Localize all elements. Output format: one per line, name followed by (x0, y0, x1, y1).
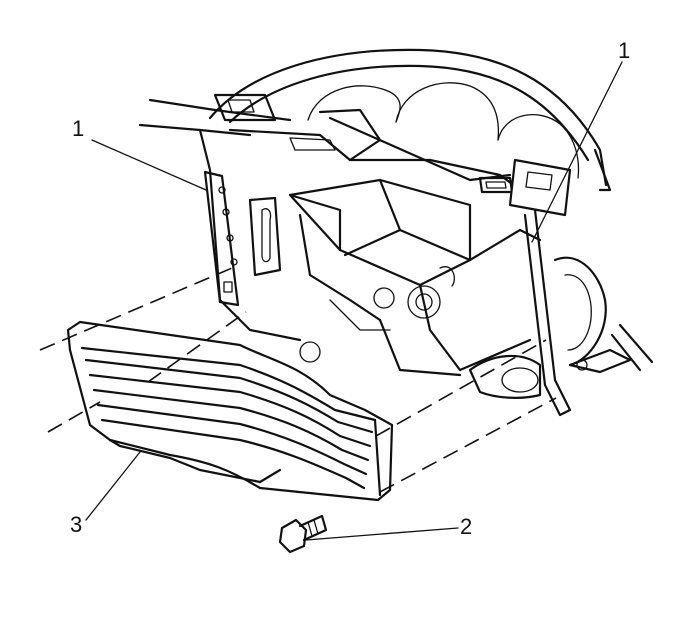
leader-lines (85, 61, 623, 541)
right-bracket (468, 158, 654, 417)
callout-label-bolt: 2 (460, 514, 473, 539)
callout-label-panel: 3 (70, 512, 83, 537)
front-trim-panel (66, 320, 394, 502)
instrument-cluster-hood (208, 48, 612, 192)
center-support-duct (248, 178, 542, 377)
left-bracket (203, 170, 240, 307)
alignment-lines (39, 267, 557, 493)
dash-housing-frame (138, 93, 522, 342)
bolt (278, 514, 328, 554)
callout-label-bracket-left: 1 (72, 116, 85, 141)
callout-label-bracket-right: 1 (618, 38, 631, 63)
